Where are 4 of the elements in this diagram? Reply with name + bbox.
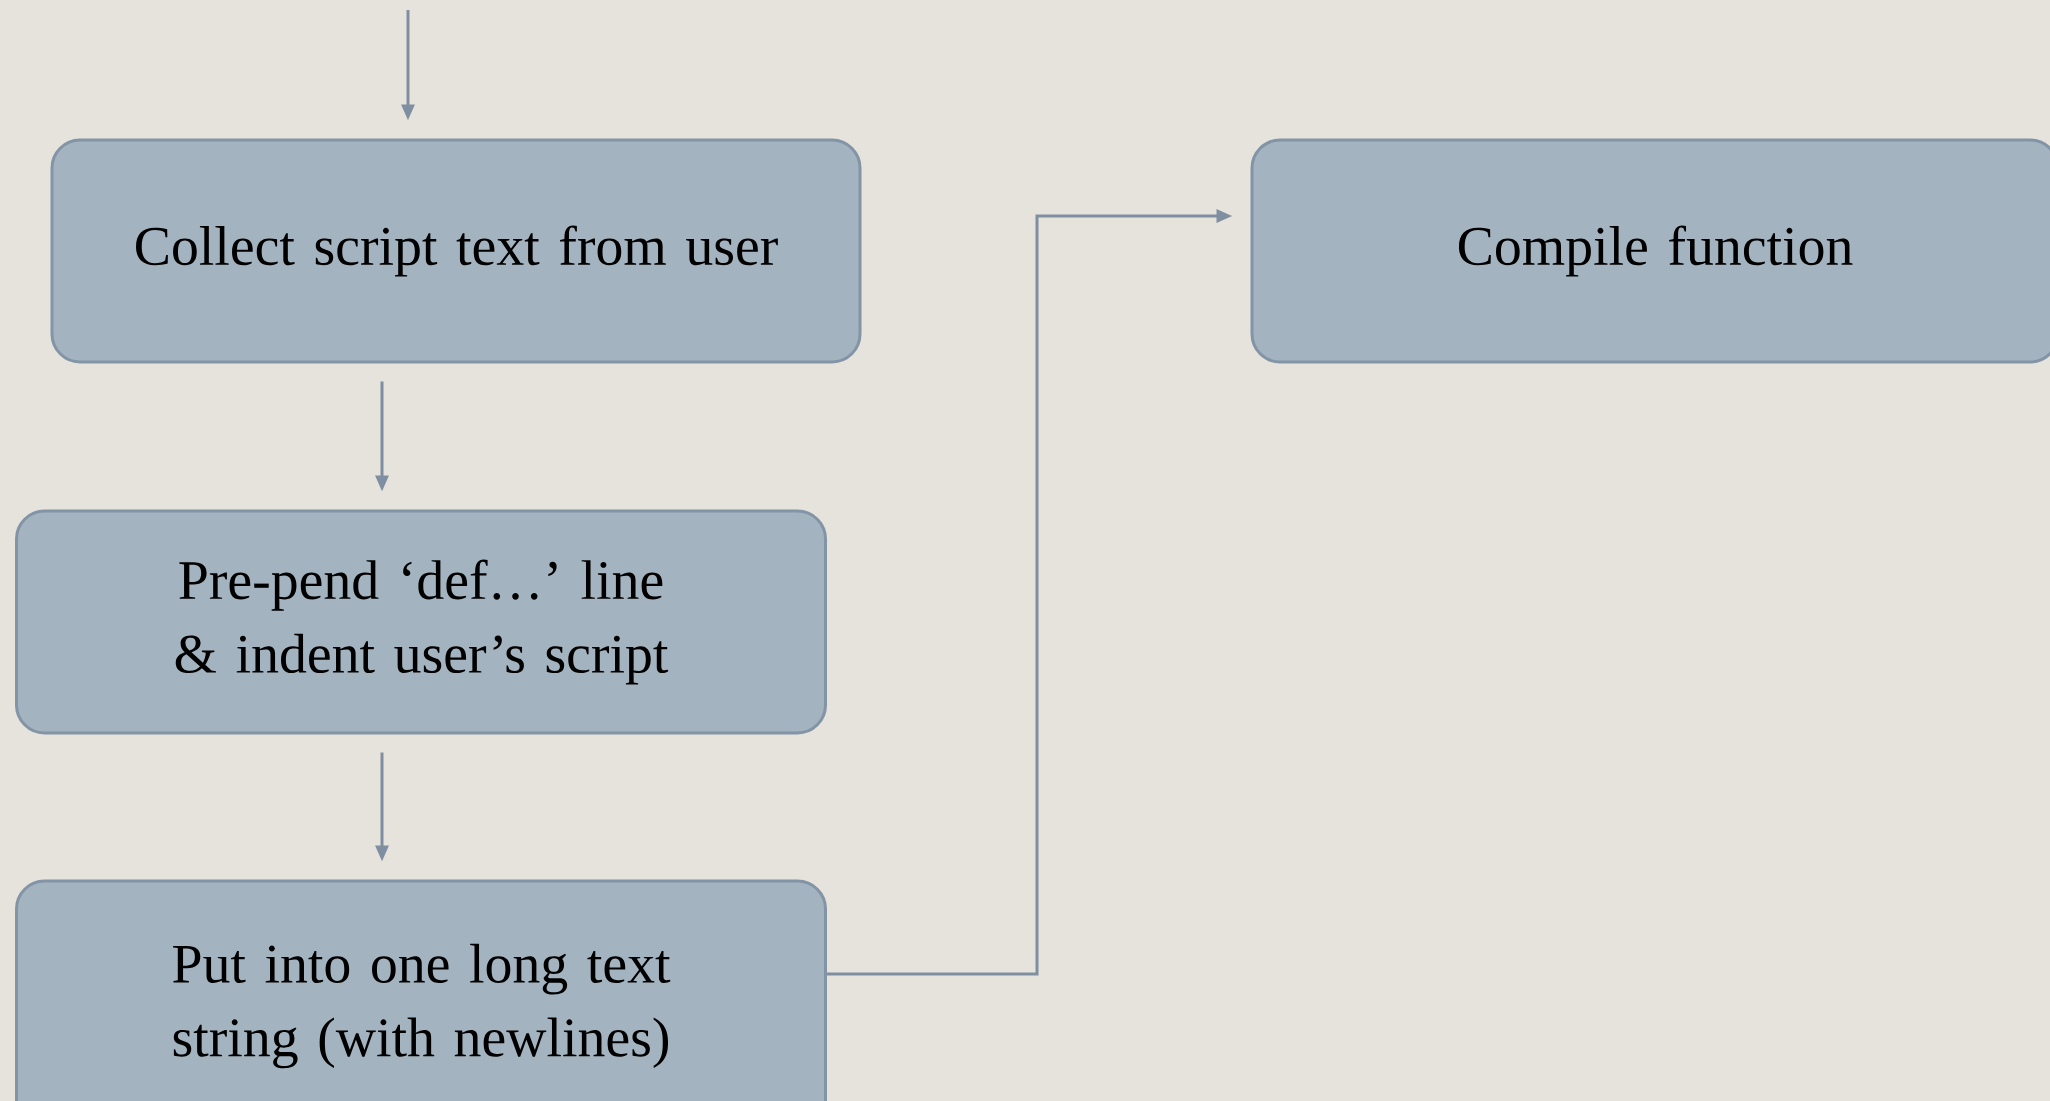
process-box: Pre-pend ‘def…’ line & indent user’s script bbox=[15, 509, 827, 735]
process-box: Put into one long text string (with newlines) bbox=[15, 879, 827, 1101]
process-box: Collect script text from user bbox=[50, 138, 862, 364]
process-box: Compile function bbox=[1250, 138, 2050, 364]
